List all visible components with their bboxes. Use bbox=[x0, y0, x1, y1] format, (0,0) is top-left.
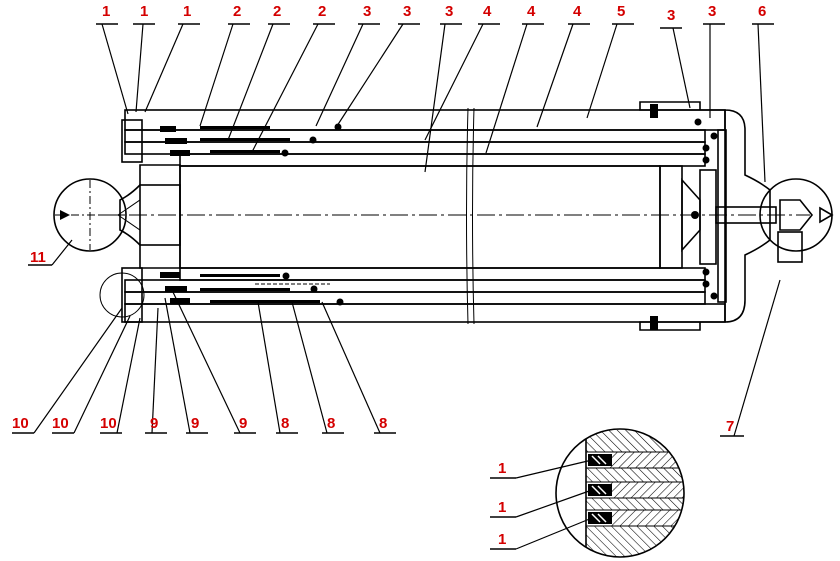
callout-labels: 1 1 1 2 2 2 3 3 3 4 4 4 5 3 3 6 11 10 10… bbox=[12, 3, 766, 548]
label-detail-1c: 1 bbox=[498, 531, 506, 548]
label-top-2b: 2 bbox=[273, 3, 281, 20]
label-bottom-8a: 8 bbox=[281, 415, 289, 432]
label-top-2a: 2 bbox=[233, 3, 241, 20]
label-bottom-10c: 10 bbox=[100, 415, 117, 432]
label-top-4c: 4 bbox=[573, 3, 582, 20]
label-bottom-10b: 10 bbox=[52, 415, 69, 432]
piston-head bbox=[659, 165, 717, 269]
label-top-1a: 1 bbox=[102, 3, 110, 20]
label-top-4a: 4 bbox=[483, 3, 492, 20]
label-right-7: 7 bbox=[726, 418, 734, 435]
label-top-4b: 4 bbox=[527, 3, 536, 20]
label-bottom-8b: 8 bbox=[327, 415, 335, 432]
label-top-1c: 1 bbox=[183, 3, 191, 20]
label-top-3e: 3 bbox=[708, 3, 716, 20]
label-top-3c: 3 bbox=[445, 3, 453, 20]
seal-detail-view bbox=[490, 428, 685, 558]
rear-cap bbox=[119, 164, 181, 269]
label-bottom-9b: 9 bbox=[191, 415, 199, 432]
label-top-5: 5 bbox=[617, 3, 625, 20]
label-bottom-9c: 9 bbox=[239, 415, 247, 432]
left-eye bbox=[53, 178, 141, 252]
label-top-3b: 3 bbox=[403, 3, 411, 20]
cylinder-body bbox=[53, 101, 834, 331]
label-top-2c: 2 bbox=[318, 3, 326, 20]
label-top-3d: 3 bbox=[667, 7, 675, 24]
label-left-11: 11 bbox=[30, 249, 46, 266]
label-top-6: 6 bbox=[758, 3, 766, 20]
label-detail-1a: 1 bbox=[498, 460, 506, 477]
label-top-3a: 3 bbox=[363, 3, 371, 20]
label-top-1b: 1 bbox=[140, 3, 148, 20]
label-detail-1b: 1 bbox=[498, 499, 506, 516]
label-bottom-9a: 9 bbox=[150, 415, 158, 432]
right-eye bbox=[759, 178, 834, 263]
leader-lines bbox=[12, 23, 781, 437]
outer-tube-bottom bbox=[124, 303, 726, 323]
label-bottom-8c: 8 bbox=[379, 415, 387, 432]
label-bottom-10a: 10 bbox=[12, 415, 29, 432]
front-cap bbox=[639, 101, 771, 331]
